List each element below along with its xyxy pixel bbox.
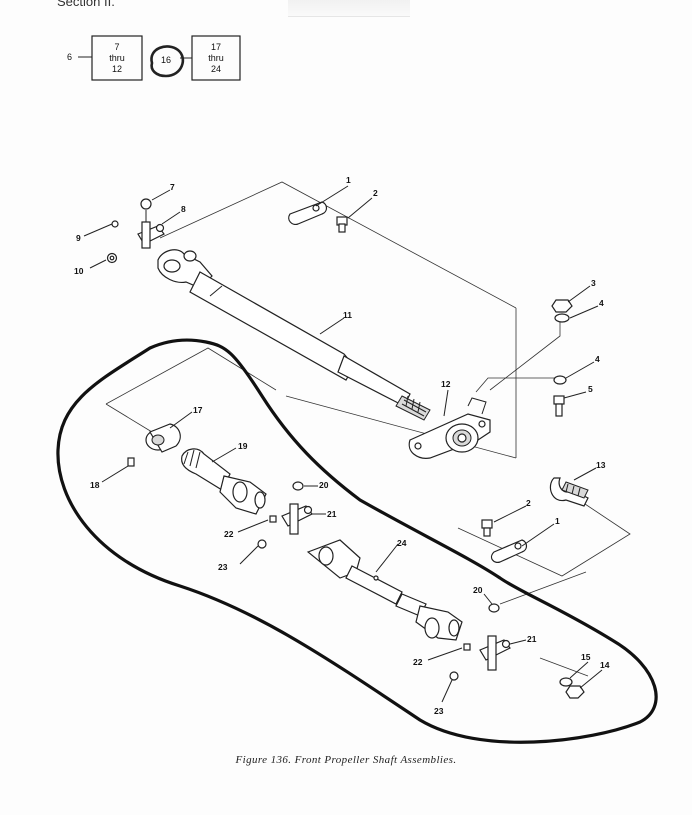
center-bearing-bracket	[408, 397, 491, 459]
box1-line2: thru	[109, 53, 125, 63]
box2-line3: 24	[211, 64, 221, 74]
callout-13: 13	[596, 460, 606, 470]
callout-7: 7	[170, 182, 175, 192]
callout-17: 17	[193, 405, 203, 415]
callout-12: 12	[441, 379, 451, 389]
circled-number: 16	[161, 55, 171, 65]
box2-line2: thru	[208, 53, 224, 63]
index-lead-number: 6	[67, 52, 72, 62]
figure-caption: Figure 136. Front Propeller Shaft Assemb…	[235, 754, 457, 766]
leader-lines	[83, 185, 603, 703]
callout-18: 18	[90, 480, 100, 490]
callout-15: 15	[581, 652, 591, 662]
callout-19: 19	[238, 441, 248, 451]
callout-5: 5	[588, 384, 593, 394]
callout-21-right: 21	[527, 634, 537, 644]
callout-22-left: 22	[224, 529, 234, 539]
callout-22-right: 22	[413, 657, 423, 667]
scan-smudge	[288, 0, 410, 17]
u-bolt	[549, 477, 589, 507]
callout-1-lower: 1	[555, 516, 560, 526]
callout-1-upper: 1	[346, 175, 351, 185]
lower-bracket-parts	[481, 519, 528, 563]
callout-23-right: 23	[434, 706, 444, 716]
callout-11: 11	[343, 310, 352, 320]
box1-line3: 12	[112, 64, 122, 74]
callout-23-left: 23	[218, 562, 228, 572]
callout-14: 14	[600, 660, 610, 670]
upper-propeller-shaft	[157, 249, 431, 421]
callout-4-lower: 4	[595, 354, 600, 364]
callout-numbers: 1 2 3 4 4 5 7 8 9 10 11 12 13 2 1 17 18 …	[74, 175, 610, 716]
encircling-loop	[56, 338, 658, 744]
callout-10: 10	[74, 266, 84, 276]
index-key: 6 7 thru 12 16 17 thru 24	[67, 35, 241, 81]
callout-20-right: 20	[473, 585, 483, 595]
callout-21-left: 21	[327, 509, 337, 519]
callout-8: 8	[181, 204, 186, 214]
callout-2-lower: 2	[526, 498, 531, 508]
callout-24: 24	[397, 538, 407, 548]
box2-line1: 17	[211, 42, 221, 52]
callout-2-upper: 2	[373, 188, 378, 198]
box1-line1: 7	[114, 42, 119, 52]
guide-lines	[105, 181, 631, 677]
universal-joint-cross-upper	[137, 198, 165, 249]
lower-shaft-assembly	[127, 423, 585, 699]
callout-9: 9	[76, 233, 81, 243]
upper-bracket-parts	[106, 201, 573, 417]
callout-20-left: 20	[319, 480, 329, 490]
section-label: Section II.	[57, 0, 115, 9]
callout-3: 3	[591, 278, 596, 288]
callout-4-upper: 4	[599, 298, 604, 308]
